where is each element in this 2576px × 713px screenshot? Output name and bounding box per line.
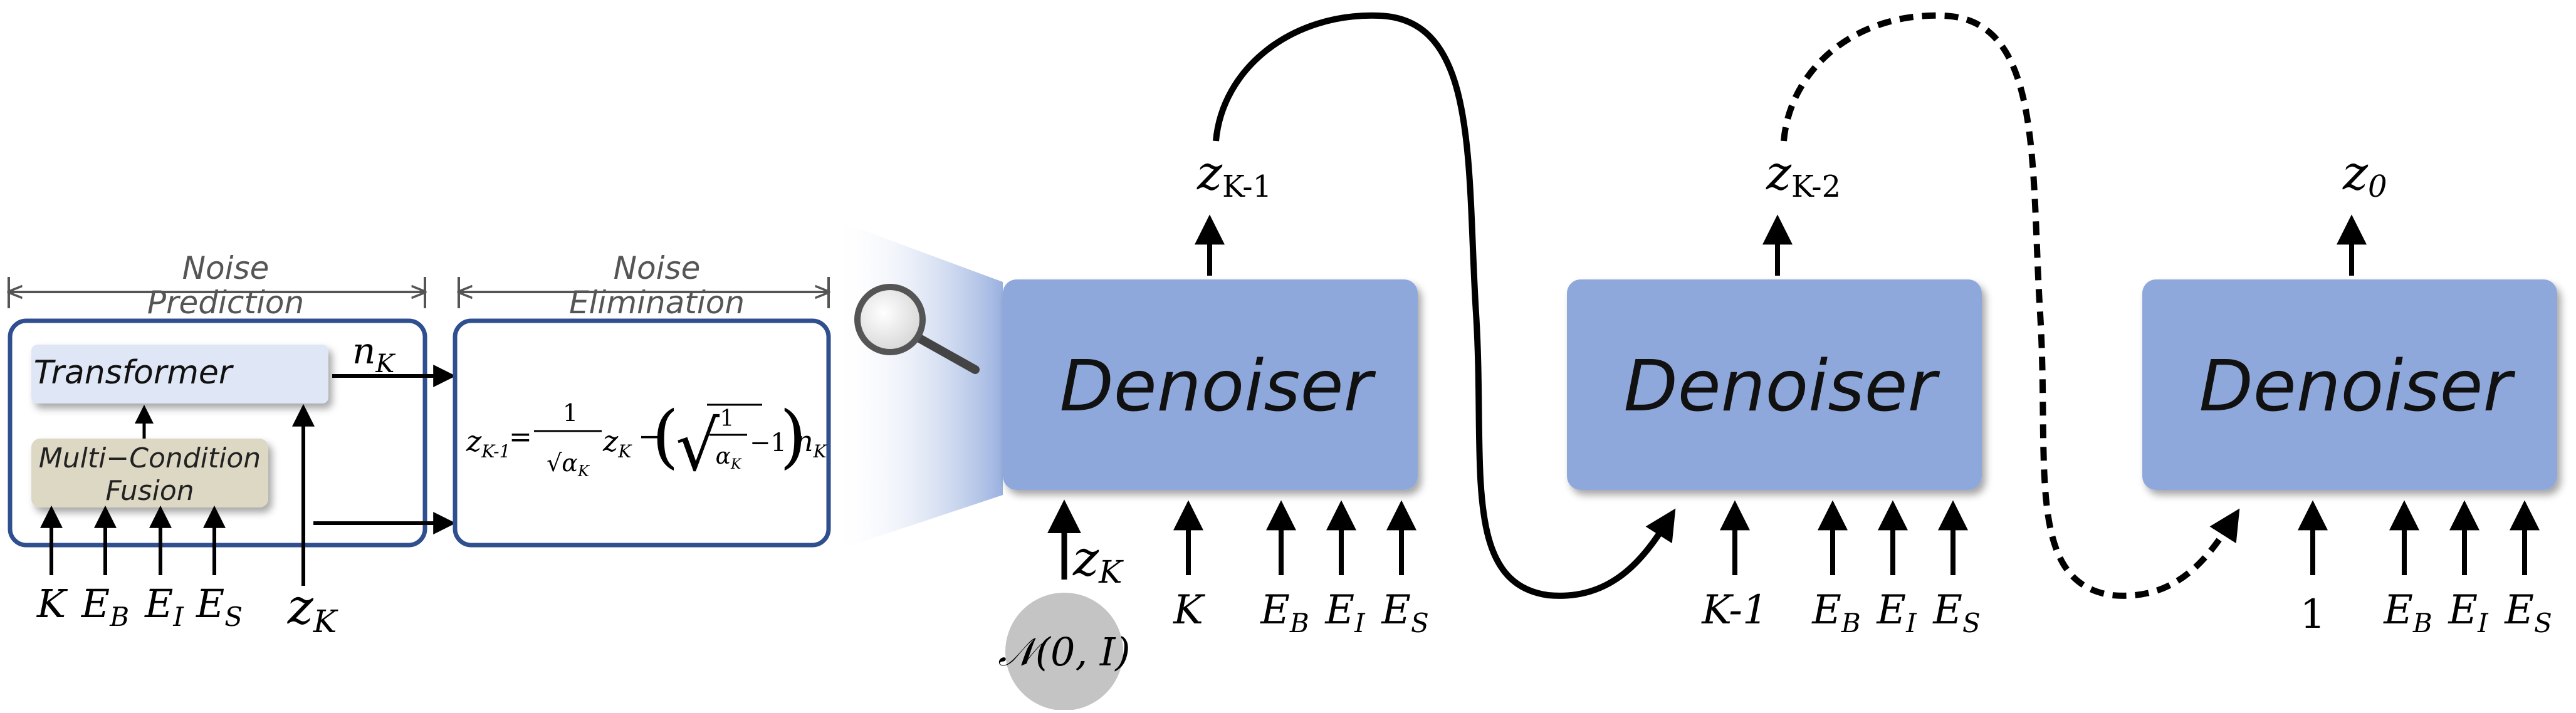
input-label-eb: EB xyxy=(81,581,129,632)
noise-prediction-header: Noise Prediction xyxy=(9,250,425,321)
fusion-label-2: Fusion xyxy=(105,475,194,507)
denoiser-label-2: Denoiser xyxy=(1623,346,1940,427)
magnifier-icon xyxy=(854,284,980,374)
noise-elimination-label-2: Elimination xyxy=(569,284,745,321)
denoiser-block-1 xyxy=(1003,279,1418,490)
denoiser-1-input-k: K xyxy=(1173,587,1205,633)
denoiser-1-input-es: ES xyxy=(1381,587,1429,638)
denoiser-output-label-1: zK-1 xyxy=(1196,145,1272,204)
denoiser-3-input-ei: EI xyxy=(2448,587,2489,638)
denoiser-3-input-es: ES xyxy=(2504,587,2552,638)
noise-prediction-label-1: Noise xyxy=(182,250,270,286)
noise-source-label: 𝒩(0, I) xyxy=(998,629,1130,675)
solid-connection-arrow xyxy=(1213,12,1676,599)
denoiser-3-input-step: 1 xyxy=(2300,591,2326,638)
svg-text:−: − xyxy=(638,419,662,453)
svg-text:nK: nK xyxy=(795,424,828,462)
transformer-label: Transformer xyxy=(34,354,234,392)
noise-elimination-frame xyxy=(453,318,831,548)
denoiser-2-input-es: ES xyxy=(1932,587,1981,638)
svg-text:=: = xyxy=(509,421,532,453)
noise-elimination-header: Noise Elimination xyxy=(459,250,829,321)
transformer-block xyxy=(31,345,328,403)
dashed-connection-arrow xyxy=(1781,12,2240,599)
input-label-ei: EI xyxy=(144,581,184,632)
denoiser-block-2 xyxy=(1567,279,1982,490)
denoiser-output-label-3: z0 xyxy=(2342,145,2387,204)
denoiser-block-3 xyxy=(2142,279,2557,490)
noise-elimination-label-1: Noise xyxy=(614,250,701,286)
svg-text:1: 1 xyxy=(563,399,578,427)
svg-text:(: ( xyxy=(652,396,679,476)
latent-input-label-1: zK xyxy=(1072,531,1124,590)
denoiser-label-3: Denoiser xyxy=(2199,346,2515,427)
denoiser-2-input-eb: EB xyxy=(1811,587,1861,638)
denoiser-2-input-ei: EI xyxy=(1876,587,1917,638)
latent-input-label: zK xyxy=(287,579,338,640)
fusion-block xyxy=(31,439,268,507)
svg-text:−1: −1 xyxy=(750,429,787,457)
fusion-label-1: Multi−Condition xyxy=(39,442,261,474)
denoiser-1-input-ei: EI xyxy=(1324,587,1366,638)
noise-source-circle xyxy=(1005,593,1123,710)
denoiser-3-input-eb: EB xyxy=(2383,587,2432,638)
input-label-es: ES xyxy=(196,581,243,632)
svg-text:1: 1 xyxy=(720,406,735,432)
input-label-k: K xyxy=(36,581,68,627)
denoiser-label-1: Denoiser xyxy=(1059,346,1376,427)
denoiser-1-input-eb: EB xyxy=(1260,587,1309,638)
magnify-beam xyxy=(834,219,1003,551)
svg-text:√: √ xyxy=(676,406,720,486)
noise-prediction-label-2: Prediction xyxy=(147,284,304,321)
denoiser-2-input-k: K-1 xyxy=(1701,587,1768,633)
svg-text:): ) xyxy=(780,396,807,476)
svg-text:αK: αK xyxy=(716,444,742,472)
denoiser-output-label-2: zK-2 xyxy=(1766,145,1841,204)
